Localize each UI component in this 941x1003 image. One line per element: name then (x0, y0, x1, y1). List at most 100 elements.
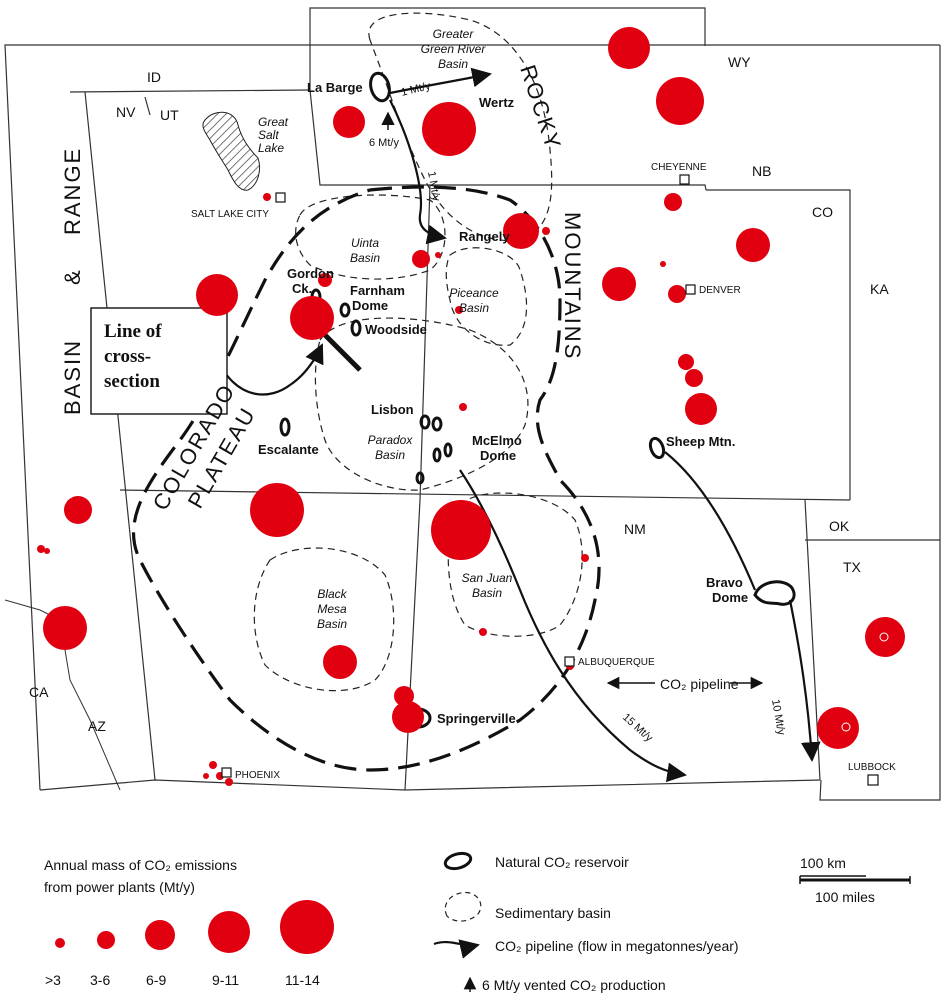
colorado-plateau-outline (131, 185, 601, 772)
power-plant (685, 369, 703, 387)
power-plant (250, 483, 304, 537)
power-plant (263, 193, 271, 201)
legend-circle-2 (97, 931, 115, 949)
city-label-albuquerque: ALBUQUERQUE (578, 657, 655, 668)
pipeline-bravo-south (788, 599, 821, 762)
power-plant (318, 273, 332, 287)
basin-outline-piceance (445, 247, 528, 346)
state-label-nb: NB (752, 163, 771, 179)
power-plant (459, 403, 467, 411)
region-label-range: RANGE (60, 147, 85, 235)
city-label-phoenix: PHOENIX (235, 770, 280, 781)
reservoir-label-sheep-mtn: Sheep Mtn. (666, 434, 735, 449)
legend-pipeline-icon (433, 939, 480, 959)
reservoir-mcelmo-b (443, 442, 453, 458)
legend-size-label: 9-11 (212, 972, 239, 988)
power-plant (394, 686, 414, 706)
state-label-ut: UT (160, 107, 179, 123)
power-plant (422, 102, 476, 156)
flow-label-rangely-line: 1 Mt/y (425, 170, 442, 202)
pipeline-label: CO₂ pipeline (660, 676, 739, 692)
power-plant (678, 354, 694, 370)
flow-label-sj-line: 15 Mt/y (620, 711, 655, 744)
scale-km-label: 100 km (800, 855, 846, 871)
scale-miles-label: 100 miles (815, 889, 875, 905)
reservoir-escalante (279, 417, 291, 437)
reservoir-lisbon-a (419, 414, 431, 430)
power-plant (660, 261, 666, 267)
power-plant (608, 27, 650, 69)
pipeline-sheep-bravo (664, 451, 757, 591)
state-label-az: AZ (88, 718, 106, 734)
reservoir-woodside (350, 319, 362, 337)
legend-size-label: 11-14 (285, 972, 320, 988)
power-plant (290, 296, 334, 340)
flow-label-vented: 6 Mt/y (369, 137, 399, 149)
flow-label-wy-east: 1 Mt/y (400, 80, 432, 99)
pipeline-la-barge-wertz (389, 67, 492, 95)
legend-size-label: 6-9 (146, 972, 166, 988)
power-plant (209, 761, 217, 769)
reservoir-label-lisbon: Lisbon (371, 402, 414, 417)
power-plant (43, 606, 87, 650)
flow-label-bravo-line: 10 Mt/y (769, 698, 787, 736)
scale-bar: 100 km 100 miles (799, 855, 911, 905)
legend-circle-5 (280, 900, 334, 954)
power-plant (865, 617, 905, 657)
reservoir-la-barge (369, 71, 391, 103)
legend-basin-icon (444, 891, 482, 922)
power-plants (37, 27, 905, 786)
state-label-ca: CA (29, 684, 49, 700)
city-label-salt-lake-city: SALT LAKE CITY (191, 209, 269, 220)
region-label-rocky: ROCKY (515, 62, 566, 154)
power-plant (542, 227, 550, 235)
city-label-lubbock: LUBBOCK (848, 762, 896, 773)
power-plant (581, 554, 589, 562)
reservoir-bravo-dome (753, 580, 796, 606)
reservoir-label-wertz: Wertz (479, 95, 515, 110)
legend-reservoir-label: Natural CO₂ reservoir (495, 854, 629, 870)
power-plant (196, 274, 238, 316)
basin-outline-paradox (314, 317, 529, 491)
state-label-id: ID (147, 69, 161, 85)
power-plant (64, 496, 92, 524)
state-label-ok: OK (829, 518, 850, 534)
cross-section-box (90, 307, 228, 415)
reservoir-label-escalante: Escalante (258, 442, 319, 457)
power-plant (412, 250, 430, 268)
power-plant (37, 545, 45, 553)
state-label-ka: KA (870, 281, 889, 297)
co2-pipelines (219, 67, 821, 783)
power-plant (431, 500, 491, 560)
reservoir-label-rangely: Rangely (459, 229, 510, 244)
legend-circle-4 (208, 911, 250, 953)
reservoir-mcelmo-c (415, 471, 425, 485)
pipeline-mcelmo-southeast (459, 469, 687, 783)
reservoir-label-woodside: Woodside (365, 322, 427, 337)
region-label-basin: BASIN (60, 339, 85, 415)
power-plant (656, 77, 704, 125)
legend-basin-label: Sedimentary basin (495, 905, 611, 921)
legend-size-label: >3 (45, 972, 61, 988)
power-plant (323, 645, 357, 679)
power-plant (455, 306, 463, 314)
power-plant (736, 228, 770, 262)
reservoir-farnham-dome (339, 302, 351, 318)
reservoir-mcelmo-a (432, 447, 442, 463)
legend-circle-3 (145, 920, 175, 950)
reservoir-lisbon-b (431, 416, 443, 432)
reservoir-sheep-mtn (648, 436, 666, 460)
legend-circle-1 (55, 938, 65, 948)
cross-section-arrow (219, 343, 324, 396)
